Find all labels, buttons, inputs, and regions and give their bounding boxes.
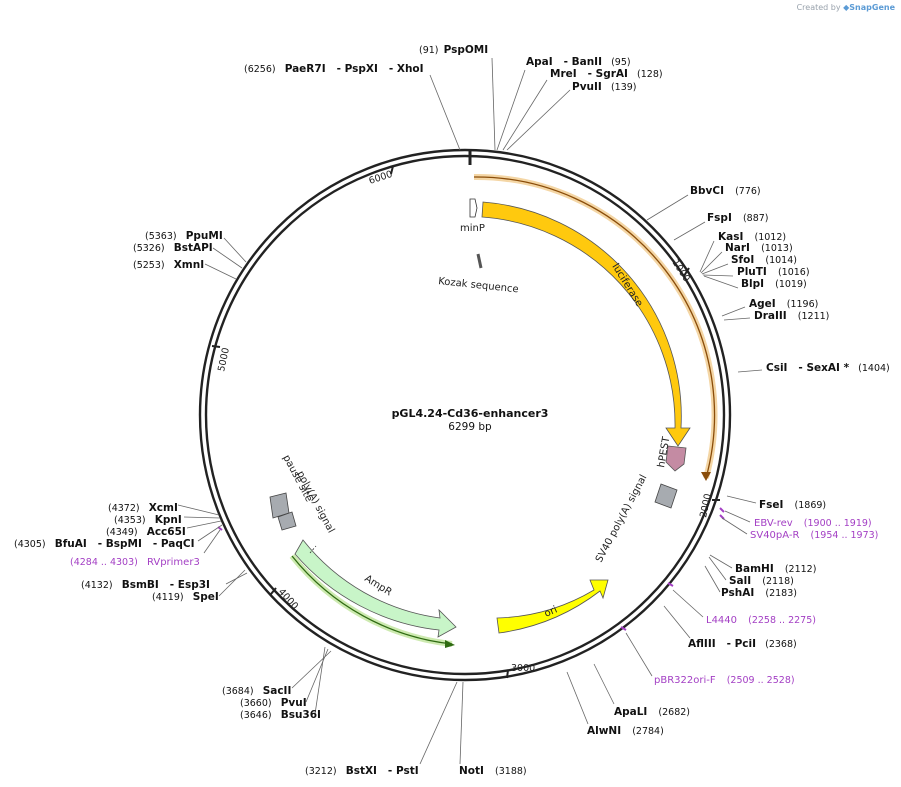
enzyme-site-bbvci[interactable]: BbvCI (776) [690,179,761,198]
feature-label-minp: minP [460,223,485,234]
enzyme-site-noti[interactable]: NotI (3188) [459,759,527,778]
enzyme-site-alwni[interactable]: AlwNI (2784) [587,719,664,738]
enzyme-site-kasi[interactable]: KasI (1012) [718,225,786,244]
feature-label-kozak: Kozak sequence [438,276,519,295]
enzyme-site-agei[interactable]: AgeI (1196) [749,292,818,311]
orf-luciferase-arrowhead [701,472,711,481]
snapgene-credit: Created by ◆SnapGene [797,3,895,12]
enzyme-site-xcmi[interactable]: (4372) XcmI [108,496,178,515]
primer-l4440[interactable]: L4440 (2258 .. 2275) [706,608,816,627]
tick-label-2000: 2000 [698,493,714,519]
orf-ampr-arrowhead [445,640,455,648]
enzyme-site-apai[interactable]: ApaI - BanII (95) [526,50,631,69]
feature-label-sv40: SV40 poly(A) signal [594,473,650,564]
plasmid-name: pGL4.24-Cd36-enhancer3 [392,407,549,420]
enzyme-site-pluti[interactable]: PluTI (1016) [737,260,810,279]
plasmid-size: 6299 bp [448,421,492,433]
enzyme-site-ppumi[interactable]: (5363) PpuMI [145,224,223,243]
enzyme-site-spei[interactable]: (4119) SpeI [152,585,219,604]
enzyme-site-bstapi[interactable]: (5326) BstAPI [133,236,213,255]
enzyme-site-kpni[interactable]: (4353) KpnI [114,508,182,527]
enzyme-site-pshai[interactable]: PshAI (2183) [721,581,797,600]
enzyme-site-pspomi[interactable]: (91) PspOMI [419,38,488,57]
enzyme-site-blpi[interactable]: BlpI (1019) [741,272,807,291]
feature-label-ori: ori [543,604,559,619]
tick-label-4000: 4000 [276,587,300,612]
enzyme-site-bfuai[interactable]: (4305) BfuAI - BspMI - PaqCI [14,532,194,551]
feature-kozak[interactable]: Kozak sequence [438,253,519,295]
feature-hpest[interactable]: hPEST [656,435,687,472]
enzyme-site-bsmbi[interactable]: (4132) BsmBI - Esp3I [81,573,210,592]
tick-label-3000: 3000 [511,663,535,674]
primer-pbr322ori-f[interactable]: pBR322ori-F (2509 .. 2528) [654,668,795,687]
feature-pause-site[interactable]: pause site [277,453,314,531]
enzyme-site-fsei[interactable]: FseI (1869) [759,493,826,512]
enzyme-labels: (91) PspOMI ApaI - BanII (95) MreI - Sgr… [14,38,890,778]
primer-sv40pa-r[interactable]: SV40pA-R (1954 .. 1973) [750,523,878,542]
enzyme-site-afliii[interactable]: AflIII - PciI (2368) [688,632,797,651]
snapgene-logo-icon: ◆ [843,3,850,12]
enzyme-site-xmni[interactable]: (5253) XmnI [133,253,204,272]
enzyme-site-fspi[interactable]: FspI (887) [707,206,769,225]
feature-minp[interactable]: minP [460,198,485,234]
primer-rvprimer3[interactable]: (4284 .. 4303) RVprimer3 [70,550,200,569]
enzyme-site-bsu36i[interactable]: (3646) Bsu36I [240,703,321,722]
enzyme-site-mrei[interactable]: MreI - SgrAI (128) [550,62,663,81]
credit-prefix: Created by [796,3,841,12]
primer-ebv-rev[interactable]: EBV-rev (1900 .. 1919) [754,511,872,530]
tick-label-5000: 5000 [216,347,232,373]
enzyme-site-bamhi[interactable]: BamHI (2112) [735,557,816,576]
leader-lines [177,57,763,765]
enzyme-site-apali[interactable]: ApaLI (2682) [614,700,690,719]
enzyme-site-sali[interactable]: SalI (2118) [729,569,794,588]
enzyme-site-csii[interactable]: CsiI - SexAI * (1404) [766,356,890,375]
enzyme-site-paer7i[interactable]: (6256) PaeR7I - PspXI - XhoI [244,57,424,76]
enzyme-site-draiii[interactable]: DraIII (1211) [754,304,829,323]
enzyme-site-sacii[interactable]: (3684) SacII [222,679,291,698]
enzyme-site-sfoi[interactable]: SfoI (1014) [731,248,797,267]
feature-ori[interactable]: ori [496,579,609,634]
enzyme-site-nari[interactable]: NarI (1013) [725,236,793,255]
orf-luciferase-arc-line [473,176,716,479]
enzyme-site-pvuii[interactable]: PvuII (139) [572,75,636,94]
feature-label-hpest: hPEST [656,435,672,468]
plasmid-backbone [198,148,732,682]
enzyme-site-pvui[interactable]: (3660) PvuI [240,691,307,710]
enzyme-site-bstxi[interactable]: (3212) BstXI - PstI [305,759,419,778]
feature-sv40-polya[interactable]: SV40 poly(A) signal [594,473,678,564]
orf-ampr-arc-line [291,555,453,645]
credit-brand: SnapGene [849,3,895,12]
enzyme-site-acc65i[interactable]: (4349) Acc65I [106,520,186,539]
feature-label-luciferase: luciferase [609,262,644,309]
tick-label-6000: 6000 [368,169,394,187]
primer-labels: EBV-rev (1900 .. 1919) SV40pA-R (1954 ..… [70,511,878,687]
